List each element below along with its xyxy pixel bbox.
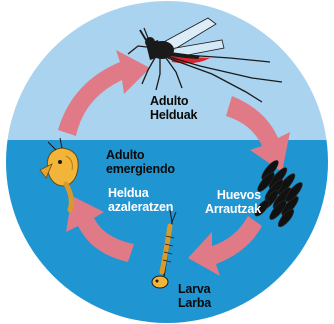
label-larva-eu: Larba xyxy=(178,296,211,310)
label-adult: Adulto Helduak xyxy=(150,94,197,122)
label-emerging-es-2: emergiendo xyxy=(106,162,175,176)
label-eggs: Huevos Arrautzak xyxy=(205,188,261,216)
label-emerging-eu-2: azaleratzen xyxy=(108,200,173,214)
label-adult-es: Adulto xyxy=(150,94,197,108)
label-emerging-eu-1: Heldua xyxy=(108,186,173,200)
label-emerging: Adulto emergiendo xyxy=(106,148,175,176)
label-eggs-eu: Arrautzak xyxy=(205,202,261,216)
label-larva-es: Larva xyxy=(178,282,211,296)
label-eggs-es: Huevos xyxy=(205,188,261,202)
label-emerging-eu: Heldua azaleratzen xyxy=(108,186,173,214)
label-emerging-es-1: Adulto xyxy=(106,148,175,162)
label-larva: Larva Larba xyxy=(178,282,211,310)
label-adult-eu: Helduak xyxy=(150,108,197,122)
